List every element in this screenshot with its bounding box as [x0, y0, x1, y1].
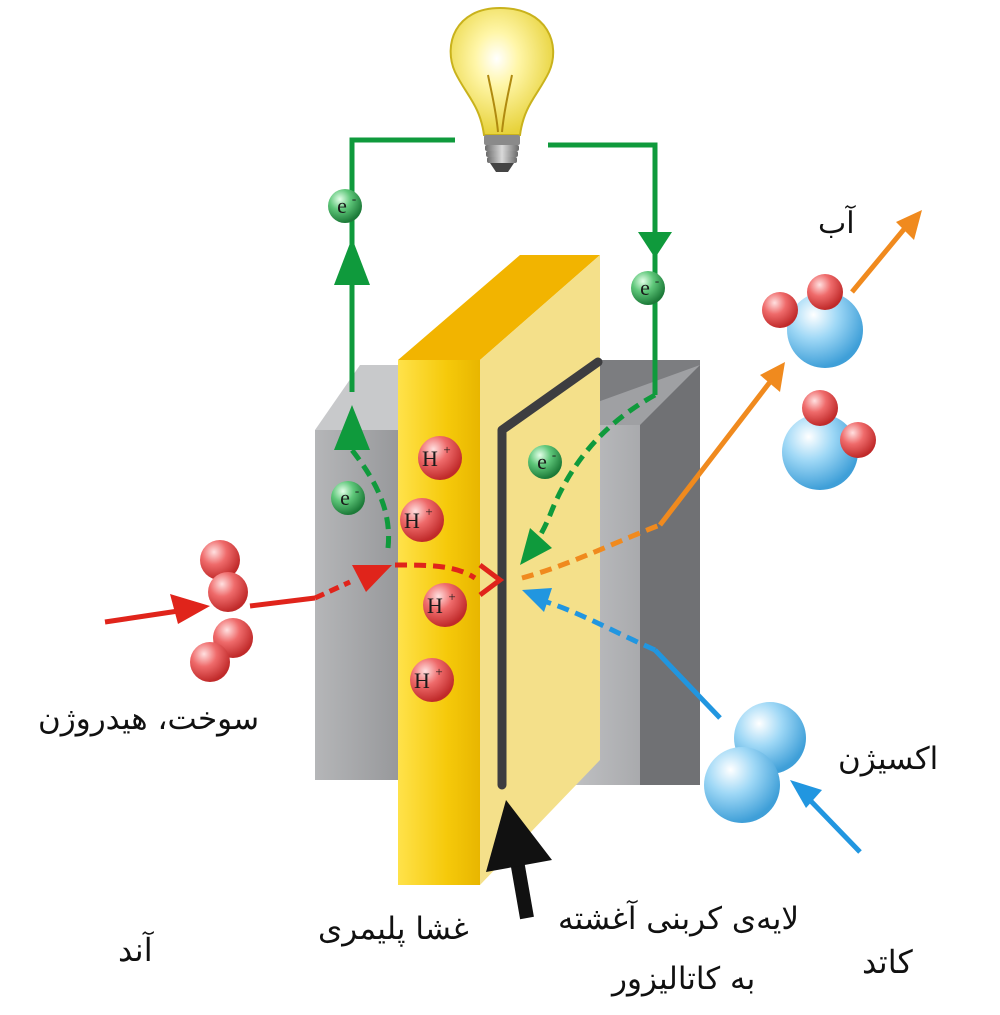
cathode-label: کاتد	[862, 943, 913, 981]
svg-text:-: -	[355, 483, 359, 498]
proton-ion-4: H +	[410, 658, 454, 702]
external-circuit	[334, 137, 672, 395]
anode-label: آند	[118, 931, 153, 969]
svg-text:e: e	[640, 275, 650, 300]
oxygen-arrow-icon	[790, 780, 822, 808]
proton-ion-2: H +	[400, 498, 444, 542]
oxygen-arrow-icon-2	[522, 588, 552, 612]
svg-text:+: +	[448, 589, 455, 604]
svg-text:H: H	[414, 668, 430, 693]
oxygen-label: اکسیژن	[838, 741, 939, 777]
cathode-electron-arrow-icon	[520, 528, 552, 565]
electron-3: e -	[331, 481, 365, 515]
electron-1: e -	[328, 189, 362, 223]
catalyst-carbon-layer	[497, 357, 603, 790]
svg-text:-: -	[655, 273, 659, 288]
water-arrow-icon-2	[896, 210, 922, 240]
hydrogen-path	[104, 562, 505, 625]
electron-4: e -	[528, 445, 562, 479]
hydrogen-arrow-icon-2	[352, 565, 392, 592]
catalyst-layer-label-line1: لایه‌ی کربنی آغشته	[558, 901, 800, 937]
svg-text:e: e	[537, 449, 547, 474]
water-label: آب	[818, 206, 855, 241]
oxygen-molecule	[704, 702, 806, 823]
proton-ion-3: H +	[423, 583, 467, 627]
light-bulb-icon	[449, 6, 555, 172]
catalyst-layer-label-line2: به کاتالیزور	[612, 961, 756, 997]
oxygen-path	[522, 588, 862, 854]
svg-text:+: +	[435, 664, 442, 679]
anode-electron-path	[334, 405, 392, 549]
svg-text:e: e	[340, 485, 350, 510]
proton-ion-1: H +	[418, 436, 462, 480]
svg-text:H: H	[422, 446, 438, 471]
water-path	[521, 210, 922, 581]
circuit-arrow-down-icon	[638, 232, 672, 258]
water-arrow-icon	[760, 362, 785, 392]
polymer-membrane-label: غشا پلیمری	[318, 911, 469, 947]
cathode-electron-path	[520, 392, 657, 565]
electron-2: e -	[631, 271, 665, 305]
svg-text:-: -	[352, 191, 356, 206]
catalyst-pointer-arrow-icon	[486, 800, 552, 920]
hydrogen-molecule-bottom	[190, 618, 253, 682]
svg-text:+: +	[443, 442, 450, 457]
svg-text:-: -	[552, 447, 556, 462]
svg-text:H: H	[427, 593, 443, 618]
fuel-hydrogen-label: سوخت، هیدروژن	[38, 701, 260, 737]
water-molecule-top	[762, 274, 863, 368]
anode-electron-arrow-icon	[334, 405, 370, 450]
svg-text:H: H	[404, 508, 420, 533]
water-molecule-bottom	[782, 390, 876, 490]
svg-text:+: +	[425, 504, 432, 519]
hydrogen-molecule-top	[200, 540, 248, 612]
circuit-arrow-up-icon	[334, 238, 370, 285]
hydrogen-arrow-icon	[170, 594, 210, 624]
svg-text:e: e	[337, 193, 347, 218]
